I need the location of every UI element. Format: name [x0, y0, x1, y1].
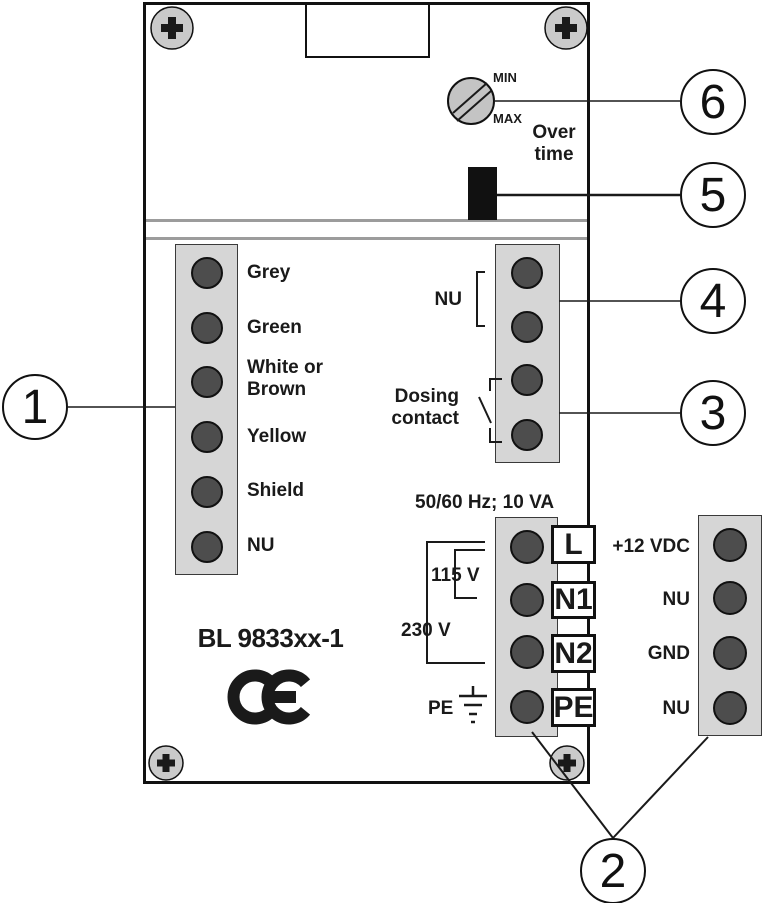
terminal-pin	[511, 257, 543, 289]
earth-ground-icon	[459, 686, 487, 724]
terminal-pin	[510, 530, 544, 564]
pot-min-label: MIN	[493, 70, 517, 85]
terminal-pin	[191, 476, 223, 508]
potentiometer-knob	[447, 77, 495, 125]
terminal-label-green: Green	[247, 317, 302, 338]
terminal-pin	[713, 636, 747, 670]
terminal-pin	[191, 366, 223, 398]
terminal-label-white-brown: White or Brown	[247, 357, 323, 400]
terminal-pin	[511, 364, 543, 396]
callout-line	[612, 736, 709, 839]
terminal-pin	[511, 311, 543, 343]
ce-mark-logo	[227, 669, 311, 725]
terminal-box-n1: N1	[551, 581, 596, 619]
terminal-pin	[713, 691, 747, 725]
terminal-pin	[511, 419, 543, 451]
terminal-pin	[191, 312, 223, 344]
callout-4: 4	[680, 268, 746, 334]
terminal-box-pe: PE	[551, 688, 596, 727]
callout-6: 6	[680, 69, 746, 135]
screw-icon	[544, 6, 588, 50]
screw-icon	[148, 745, 184, 781]
dosing-contact-symbol	[478, 378, 502, 443]
terminal-pin	[191, 531, 223, 563]
voltage-115-label: 115 V	[431, 565, 480, 586]
screw-icon	[150, 6, 194, 50]
pe-label: PE	[428, 698, 454, 719]
dc-label-nu1: NU	[662, 589, 690, 610]
dosing-contact-label: Dosing contact	[391, 386, 459, 429]
terminal-pin	[191, 257, 223, 289]
divider-line	[146, 219, 587, 222]
terminal-pin	[510, 583, 544, 617]
dc-label-nu2: NU	[662, 698, 690, 719]
voltage-230-label: 230 V	[401, 620, 451, 641]
pot-max-label: MAX	[493, 111, 522, 126]
terminal-label-yellow: Yellow	[247, 426, 307, 447]
terminal-pin	[713, 581, 747, 615]
bracket-115v	[454, 549, 485, 599]
terminal-pin	[191, 421, 223, 453]
overtime-label: Over time	[532, 122, 576, 165]
terminal-label-shield: Shield	[247, 480, 305, 501]
terminal-pin	[510, 635, 544, 669]
callout-2: 2	[580, 838, 646, 903]
terminal-box-n2: N2	[551, 634, 596, 673]
power-rating-label: 50/60 Hz; 10 VA	[415, 492, 555, 513]
terminal-box-l: L	[551, 525, 596, 564]
overtime-jumper	[468, 167, 497, 220]
terminal-label-grey: Grey	[247, 262, 291, 283]
screw-icon	[549, 745, 585, 781]
callout-line	[531, 731, 614, 839]
nu-bracket	[476, 271, 485, 327]
model-label: BL 9833xx-1	[197, 623, 344, 653]
callout-3: 3	[680, 380, 746, 446]
dc-label-12vdc: +12 VDC	[612, 536, 690, 557]
terminal-pin	[510, 690, 544, 724]
terminal-pin	[713, 528, 747, 562]
dc-label-gnd: GND	[647, 643, 690, 664]
io-nu-label: NU	[434, 289, 462, 310]
sensor-terminal-block	[175, 244, 238, 575]
terminal-label-nu: NU	[247, 535, 275, 556]
callout-1: 1	[2, 374, 68, 440]
callout-5: 5	[680, 162, 746, 228]
divider-line	[146, 237, 587, 240]
bracket-230v	[426, 541, 485, 664]
top-notch	[305, 5, 430, 58]
